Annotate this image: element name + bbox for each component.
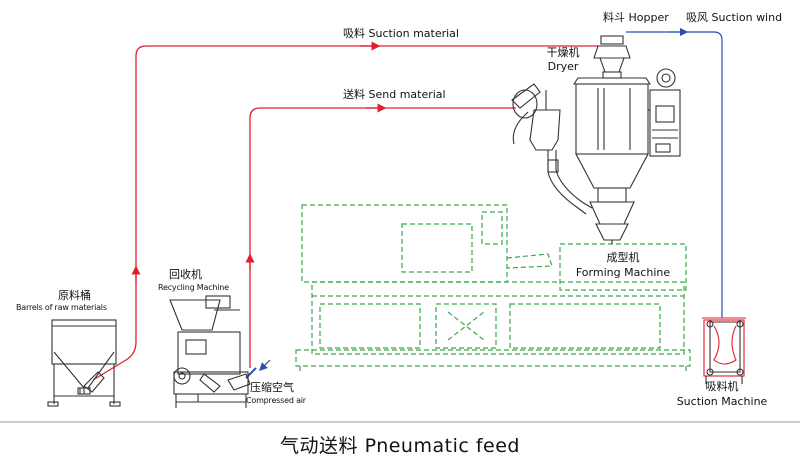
label-recycling-en: Recycling Machine bbox=[158, 283, 229, 292]
send-material-line bbox=[245, 103, 516, 368]
suction-machine bbox=[702, 317, 746, 384]
label-suction-machine-en: Suction Machine bbox=[676, 395, 768, 408]
suction-wind-line bbox=[245, 27, 723, 379]
recycling-machine bbox=[169, 295, 251, 408]
label-dryer-cn: 干燥机 bbox=[546, 46, 580, 59]
label-suction-wind: 吸风 Suction wind bbox=[686, 11, 783, 24]
label-dryer-en: Dryer bbox=[547, 60, 579, 73]
label-hopper: 料斗 Hopper bbox=[603, 11, 669, 24]
diagram-caption: 气动送料 Pneumatic feed bbox=[280, 435, 520, 457]
label-forming-cn: 成型机 bbox=[606, 251, 640, 264]
label-recycling-cn: 回收机 bbox=[169, 268, 202, 281]
dryer-machine bbox=[511, 35, 681, 244]
label-send-material: 送料 Send material bbox=[343, 88, 446, 101]
label-compressed-en: Compressed air bbox=[246, 396, 306, 405]
label-suction-machine-cn: 吸料机 bbox=[705, 380, 739, 393]
forming-machine-outline bbox=[295, 204, 691, 372]
label-suction-material: 吸料 Suction material bbox=[343, 27, 459, 40]
label-barrels-en: Barrels of raw materials bbox=[16, 303, 107, 312]
label-barrels-cn: 原料桶 bbox=[58, 289, 91, 302]
suction-material-line bbox=[92, 41, 598, 381]
label-forming-en: Forming Machine bbox=[575, 266, 671, 279]
label-compressed-cn: 压缩空气 bbox=[250, 381, 294, 394]
raw-material-barrel bbox=[47, 319, 121, 407]
